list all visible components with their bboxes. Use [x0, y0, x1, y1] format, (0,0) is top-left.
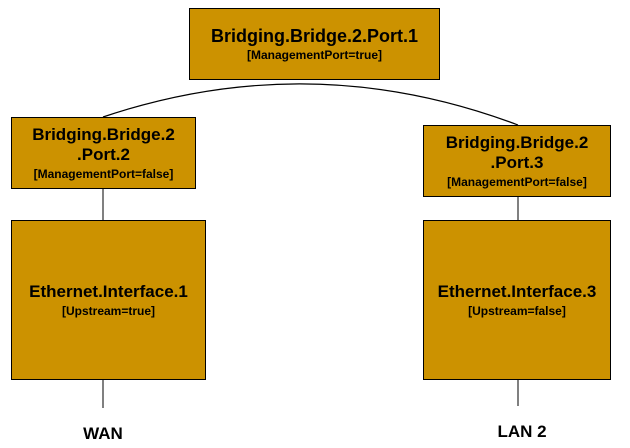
- node-attribute: [Upstream=true]: [61, 303, 156, 318]
- node-attribute: [ManagementPort=true]: [246, 47, 383, 62]
- wan-label: WAN: [83, 424, 123, 443]
- edge-root-to-port2: [102, 83, 519, 126]
- node-attribute: [ManagementPort=false]: [447, 174, 587, 189]
- node-bridge2-port3: Bridging.Bridge.2 .Port.3 [ManagementPor…: [423, 125, 611, 197]
- node-ethernet-interface3: Ethernet.Interface.3 [Upstream=false]: [423, 220, 611, 380]
- lan2-label: LAN 2: [497, 422, 547, 441]
- node-title-line2: .Port.2: [77, 144, 130, 164]
- node-ethernet-interface1: Ethernet.Interface.1 [Upstream=true]: [11, 220, 206, 380]
- node-title-line2: .Port.3: [490, 152, 544, 172]
- node-title: Bridging.Bridge.2.Port.1: [210, 25, 419, 46]
- node-bridge2-port2: Bridging.Bridge.2 .Port.2 [ManagementPor…: [11, 117, 196, 189]
- node-title-line1: Bridging.Bridge.2: [32, 124, 175, 144]
- node-title-line1: Bridging.Bridge.2: [445, 132, 589, 152]
- node-attribute: [Upstream=false]: [468, 303, 566, 318]
- node-attribute: [ManagementPort=false]: [33, 166, 174, 181]
- node-bridge2-port1: Bridging.Bridge.2.Port.1 [ManagementPort…: [189, 8, 440, 80]
- node-title: Ethernet.Interface.3: [437, 281, 597, 301]
- node-title: Ethernet.Interface.1: [29, 281, 188, 301]
